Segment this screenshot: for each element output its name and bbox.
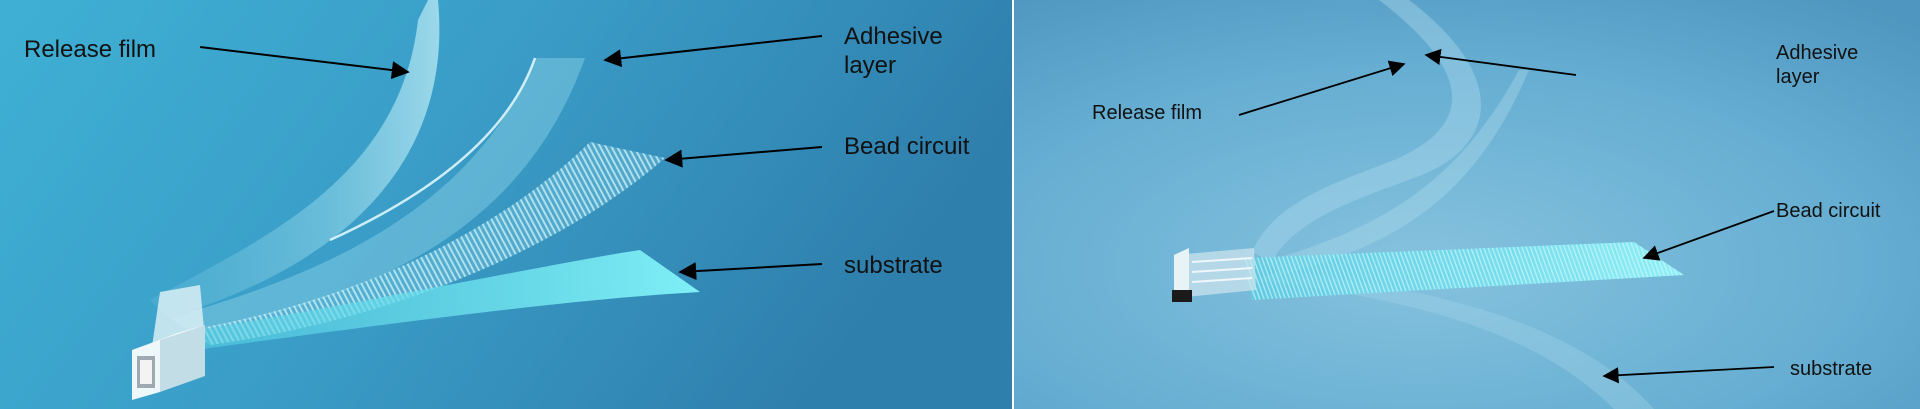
right-label-bead-circuit: Bead circuit	[1776, 200, 1881, 222]
left-arrow-substrate	[678, 262, 823, 281]
left-illustration	[0, 0, 1012, 409]
right-connector-block	[1172, 248, 1256, 302]
left-label-adhesive-layer: Adhesive layer	[844, 23, 943, 80]
right-label-release-film: Release film	[1092, 102, 1203, 124]
left-panel: Release film Adhesive layer Bead circuit…	[0, 0, 1012, 409]
right-arrow-release-film	[1238, 60, 1406, 116]
left-arrow-adhesive-layer	[603, 35, 823, 68]
left-label-substrate: substrate	[844, 252, 943, 279]
right-arrow-adhesive-layer	[1424, 48, 1577, 76]
left-bead-circuit-layer	[190, 142, 665, 345]
right-label-substrate: substrate	[1790, 358, 1873, 380]
right-arrow-bead-circuit	[1642, 210, 1775, 261]
right-illustration	[1014, 0, 1920, 409]
right-arrow-substrate	[1602, 366, 1775, 384]
left-label-bead-circuit: Bead circuit	[844, 133, 970, 160]
left-adhesive-layer	[170, 58, 585, 332]
right-panel: Release film Adhesive layer Bead circuit…	[1014, 0, 1920, 409]
left-arrow-release-film	[199, 46, 410, 80]
left-release-film-layer	[150, 0, 440, 318]
left-arrow-bead-circuit	[664, 146, 823, 168]
right-background	[1014, 0, 1920, 409]
left-substrate-layer	[170, 250, 700, 352]
left-label-release-film: Release film	[24, 36, 157, 63]
left-connector-block	[132, 285, 205, 400]
right-label-adhesive-layer: Adhesive layer	[1776, 42, 1859, 89]
right-release-film-layer	[1252, 0, 1481, 262]
